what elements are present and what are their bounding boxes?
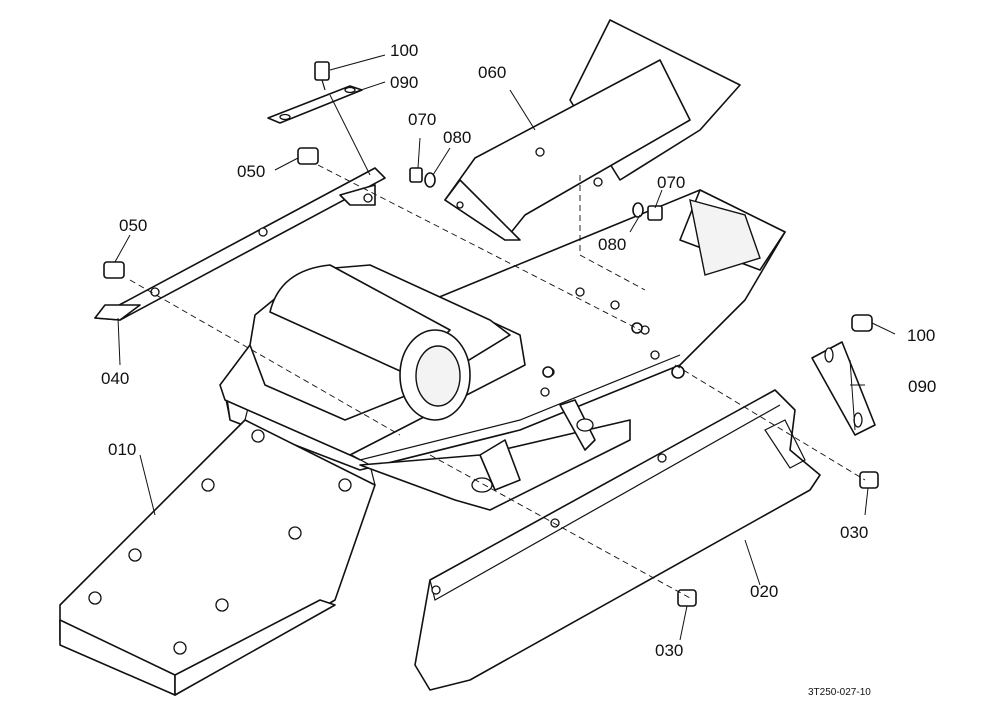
plate-090-right xyxy=(811,341,876,436)
callout-050-upper: 050 xyxy=(237,162,265,181)
callout-060: 060 xyxy=(478,63,506,82)
nut-small xyxy=(542,322,685,379)
bar-040 xyxy=(94,167,386,321)
bolts xyxy=(103,61,879,607)
plate-090-top xyxy=(267,85,363,124)
callout-100-right: 100 xyxy=(907,326,935,345)
bolt-100-top xyxy=(314,61,330,91)
washer-080-left xyxy=(424,172,436,188)
plate-hole xyxy=(215,598,229,612)
callout-100-top: 100 xyxy=(390,41,418,60)
bolt-050-upper xyxy=(297,147,319,165)
plate-hole xyxy=(201,478,215,492)
bolt-100-right xyxy=(851,314,873,332)
callout-010: 010 xyxy=(108,440,136,459)
callout-090-top: 090 xyxy=(390,73,418,92)
callout-070-right: 070 xyxy=(657,173,685,192)
washer-080-right xyxy=(632,202,644,218)
bolt-050-lower xyxy=(103,261,125,279)
leader-lines xyxy=(114,54,896,641)
callout-090-right: 090 xyxy=(908,377,936,396)
plate-hole xyxy=(128,548,142,562)
bolt-030-right xyxy=(859,471,879,489)
callout-080-right: 080 xyxy=(598,235,626,254)
cover-060 xyxy=(444,19,741,241)
bolt-070-left xyxy=(409,167,423,183)
plate-hole xyxy=(88,591,102,605)
assembly-lines xyxy=(129,164,866,599)
callout-070-left: 070 xyxy=(408,110,436,129)
callout-020: 020 xyxy=(750,582,778,601)
step-plate-010 xyxy=(59,399,376,696)
callout-030-bottom: 030 xyxy=(655,641,683,660)
plate-hole xyxy=(338,478,352,492)
bolt-070-right xyxy=(647,205,663,221)
callout-050-lower: 050 xyxy=(119,216,147,235)
callout-030-right: 030 xyxy=(840,523,868,542)
plate-hole xyxy=(251,429,265,443)
plate-hole xyxy=(288,526,302,540)
reference-code: 3T250-027-10 xyxy=(808,687,871,698)
plate-hole xyxy=(173,641,187,655)
callout-labels: 100 090 060 070 080 050 070 080 050 040 … xyxy=(101,41,936,660)
center-housing xyxy=(219,264,660,511)
callout-080-left: 080 xyxy=(443,128,471,147)
callout-040: 040 xyxy=(101,369,129,388)
